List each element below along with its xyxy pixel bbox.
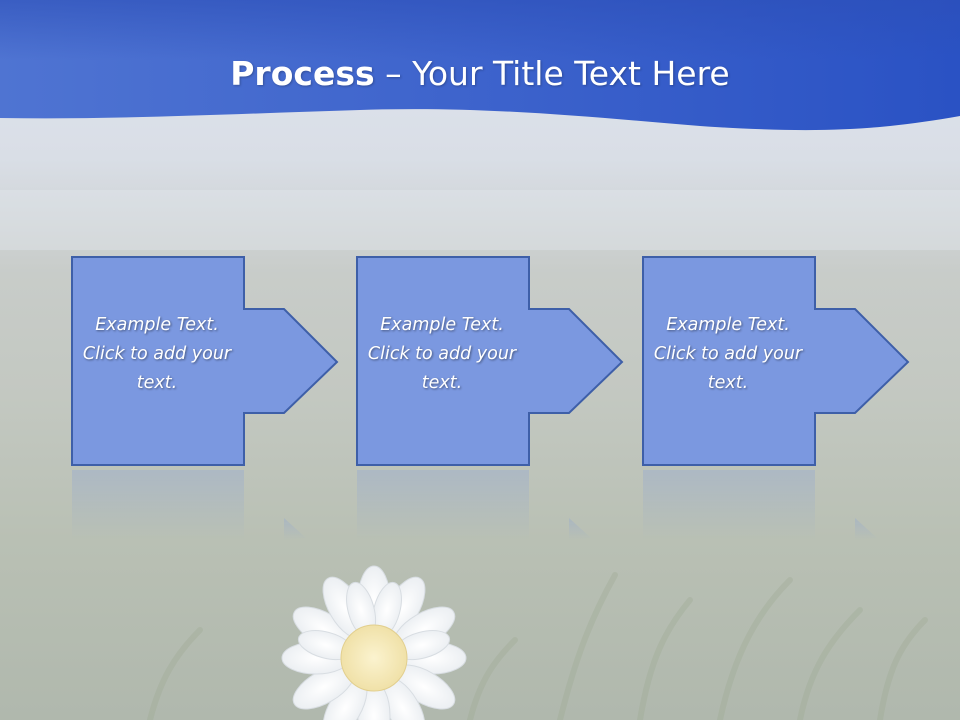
step-shape xyxy=(71,256,339,466)
process-step-3[interactable]: Example Text. Click to add your text. xyxy=(642,256,912,470)
process-step-1[interactable]: Example Text. Click to add your text. xyxy=(71,256,341,470)
slide-title[interactable]: Process – Your Title Text Here xyxy=(0,52,960,96)
step-text[interactable]: Example Text. Click to add your text. xyxy=(653,315,803,393)
title-rest: – Your Title Text Here xyxy=(374,54,730,93)
grass-background xyxy=(147,572,928,720)
step-text[interactable]: Example Text. Click to add your text. xyxy=(82,315,232,393)
daisy-flower-icon xyxy=(281,565,467,720)
step-text[interactable]: Example Text. Click to add your text. xyxy=(367,315,517,393)
process-step-2[interactable]: Example Text. Click to add your text. xyxy=(356,256,626,470)
title-bold: Process xyxy=(230,54,375,93)
step-shape xyxy=(642,256,910,466)
step-shape xyxy=(356,256,624,466)
